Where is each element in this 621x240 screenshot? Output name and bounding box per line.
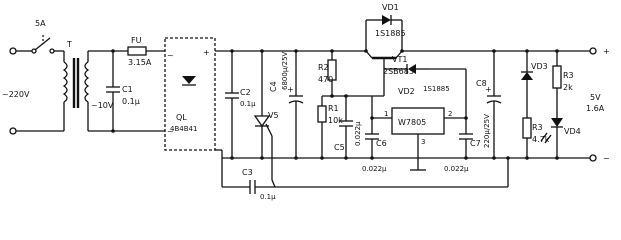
ground-symbol (410, 158, 426, 171)
led-vd4: VD4 (540, 118, 581, 160)
vt1-name-label: VT1 (392, 55, 407, 64)
capacitor-c7: C7 0.022μ (444, 116, 481, 173)
r1-name-label: R1 (328, 104, 339, 113)
switch-rating-label: 5A (35, 19, 46, 28)
c8-value-label: 220μ/25V (483, 114, 491, 148)
vd4-name-label: VD4 (564, 127, 581, 136)
r2-name-label: R2 (318, 63, 329, 72)
capacitor-c1: C1 0.1μ (106, 49, 140, 133)
transistor-vt1: VT1 2SB683 (346, 49, 414, 97)
c4-plus: + (287, 85, 294, 94)
input-terminals: ~220V (2, 47, 30, 135)
bridge-ac-in-top: ~ (167, 51, 174, 60)
regulator-w7805: W7805 1 2 3 (370, 68, 467, 158)
input-voltage-label: ~220V (2, 90, 30, 99)
bridge-rectifier: ~ ~ + QL 4B4B41 (164, 37, 216, 151)
c3-value-label: 0.1μ (260, 193, 276, 201)
c1-value-label: 0.1μ (122, 97, 140, 106)
fuse-rating-label: 3.15A (128, 58, 152, 67)
bridge-plus-label: + (203, 48, 210, 57)
transformer-label: T (66, 40, 72, 49)
diode-vd3: VD3 (521, 49, 548, 118)
c7-name-label: C7 (470, 139, 481, 148)
secondary-voltage-label: ~10V (91, 101, 114, 110)
bridge-name-label: QL (176, 113, 187, 122)
fuse-name-label: FU (131, 36, 142, 45)
c6-value-label: 0.022μ (362, 165, 387, 173)
c2-value-label: 0.1μ (240, 100, 256, 108)
pin1-label: 1 (384, 110, 388, 118)
element-v5: V5 (253, 49, 279, 160)
r2-value-label: 470 (318, 75, 333, 84)
bridge-part-label: 4B4B41 (170, 125, 197, 133)
vd1-name-label: VD1 (382, 3, 399, 12)
capacitor-c4: + C4 6800μ/25V (269, 49, 304, 160)
c3-name-label: C3 (242, 168, 253, 177)
capacitor-c6: C6 0.022μ (362, 118, 387, 173)
fuse-fu: FU 3.15A (88, 36, 165, 67)
c5-name-label: C5 (334, 143, 345, 152)
resistor-r1: R1 10k (317, 94, 346, 160)
capacitor-c5: C5 0.022μ (334, 94, 362, 160)
vt1-part-label: 2SB683 (383, 67, 414, 76)
c2-name-label: C2 (240, 88, 251, 97)
capacitor-c3: C3 0.1μ (221, 156, 510, 201)
regulator-label: W7805 (398, 118, 426, 127)
output-current-label: 1.6A (586, 104, 605, 113)
c8-name-label: C8 (476, 79, 487, 88)
resistor-r3-2k: R3 2k (552, 49, 574, 118)
output-terminals: + − 5V 1.6A (586, 47, 610, 163)
circuit-schematic: ~220V 5A T ~10V FU 3.15A (2, 3, 610, 201)
c1-name-label: C1 (122, 85, 133, 94)
resistor-r3-4k7: R3 4.7k (522, 117, 550, 160)
vd3-name-label: VD3 (531, 62, 548, 71)
c4-value-label: 6800μ/25V (281, 51, 289, 90)
r3-name-label: R3 (563, 71, 574, 80)
vd2-part-label: 1S1885 (423, 85, 450, 93)
pin3-label: 3 (421, 138, 425, 146)
bridge-ac-in-bottom: ~ (167, 127, 174, 136)
capacitor-c2: C2 0.1μ (225, 49, 256, 160)
pin2-label: 2 (448, 110, 452, 118)
c4-name-label: C4 (269, 81, 278, 92)
output-plus: + (603, 47, 610, 56)
output-minus: − (603, 154, 610, 163)
vd1-part-label: 1S1885 (375, 29, 406, 38)
power-switch: 5A (16, 19, 64, 54)
c7-value-label: 0.022μ (444, 165, 469, 173)
diode-vd2: VD2 1S1885 (384, 64, 450, 96)
diode-vd1: VD1 1S1885 (365, 3, 406, 51)
c8-plus: + (485, 85, 492, 94)
r1-value-label: 10k (328, 116, 343, 125)
r3b-value-label: 4.7k (532, 135, 550, 144)
capacitor-c8: + C8 220μ/25V (476, 49, 502, 160)
resistor-r2: R2 470 (318, 49, 337, 96)
c6-name-label: C6 (376, 139, 387, 148)
r3b-name-label: R3 (532, 123, 543, 132)
v5-label: V5 (268, 111, 279, 120)
r3-value-label: 2k (563, 83, 573, 92)
vd2-name-label: VD2 (398, 87, 415, 96)
output-voltage-label: 5V (590, 93, 601, 102)
c5-value-label: 0.022μ (354, 121, 362, 146)
transformer: T ~10V (16, 40, 114, 132)
